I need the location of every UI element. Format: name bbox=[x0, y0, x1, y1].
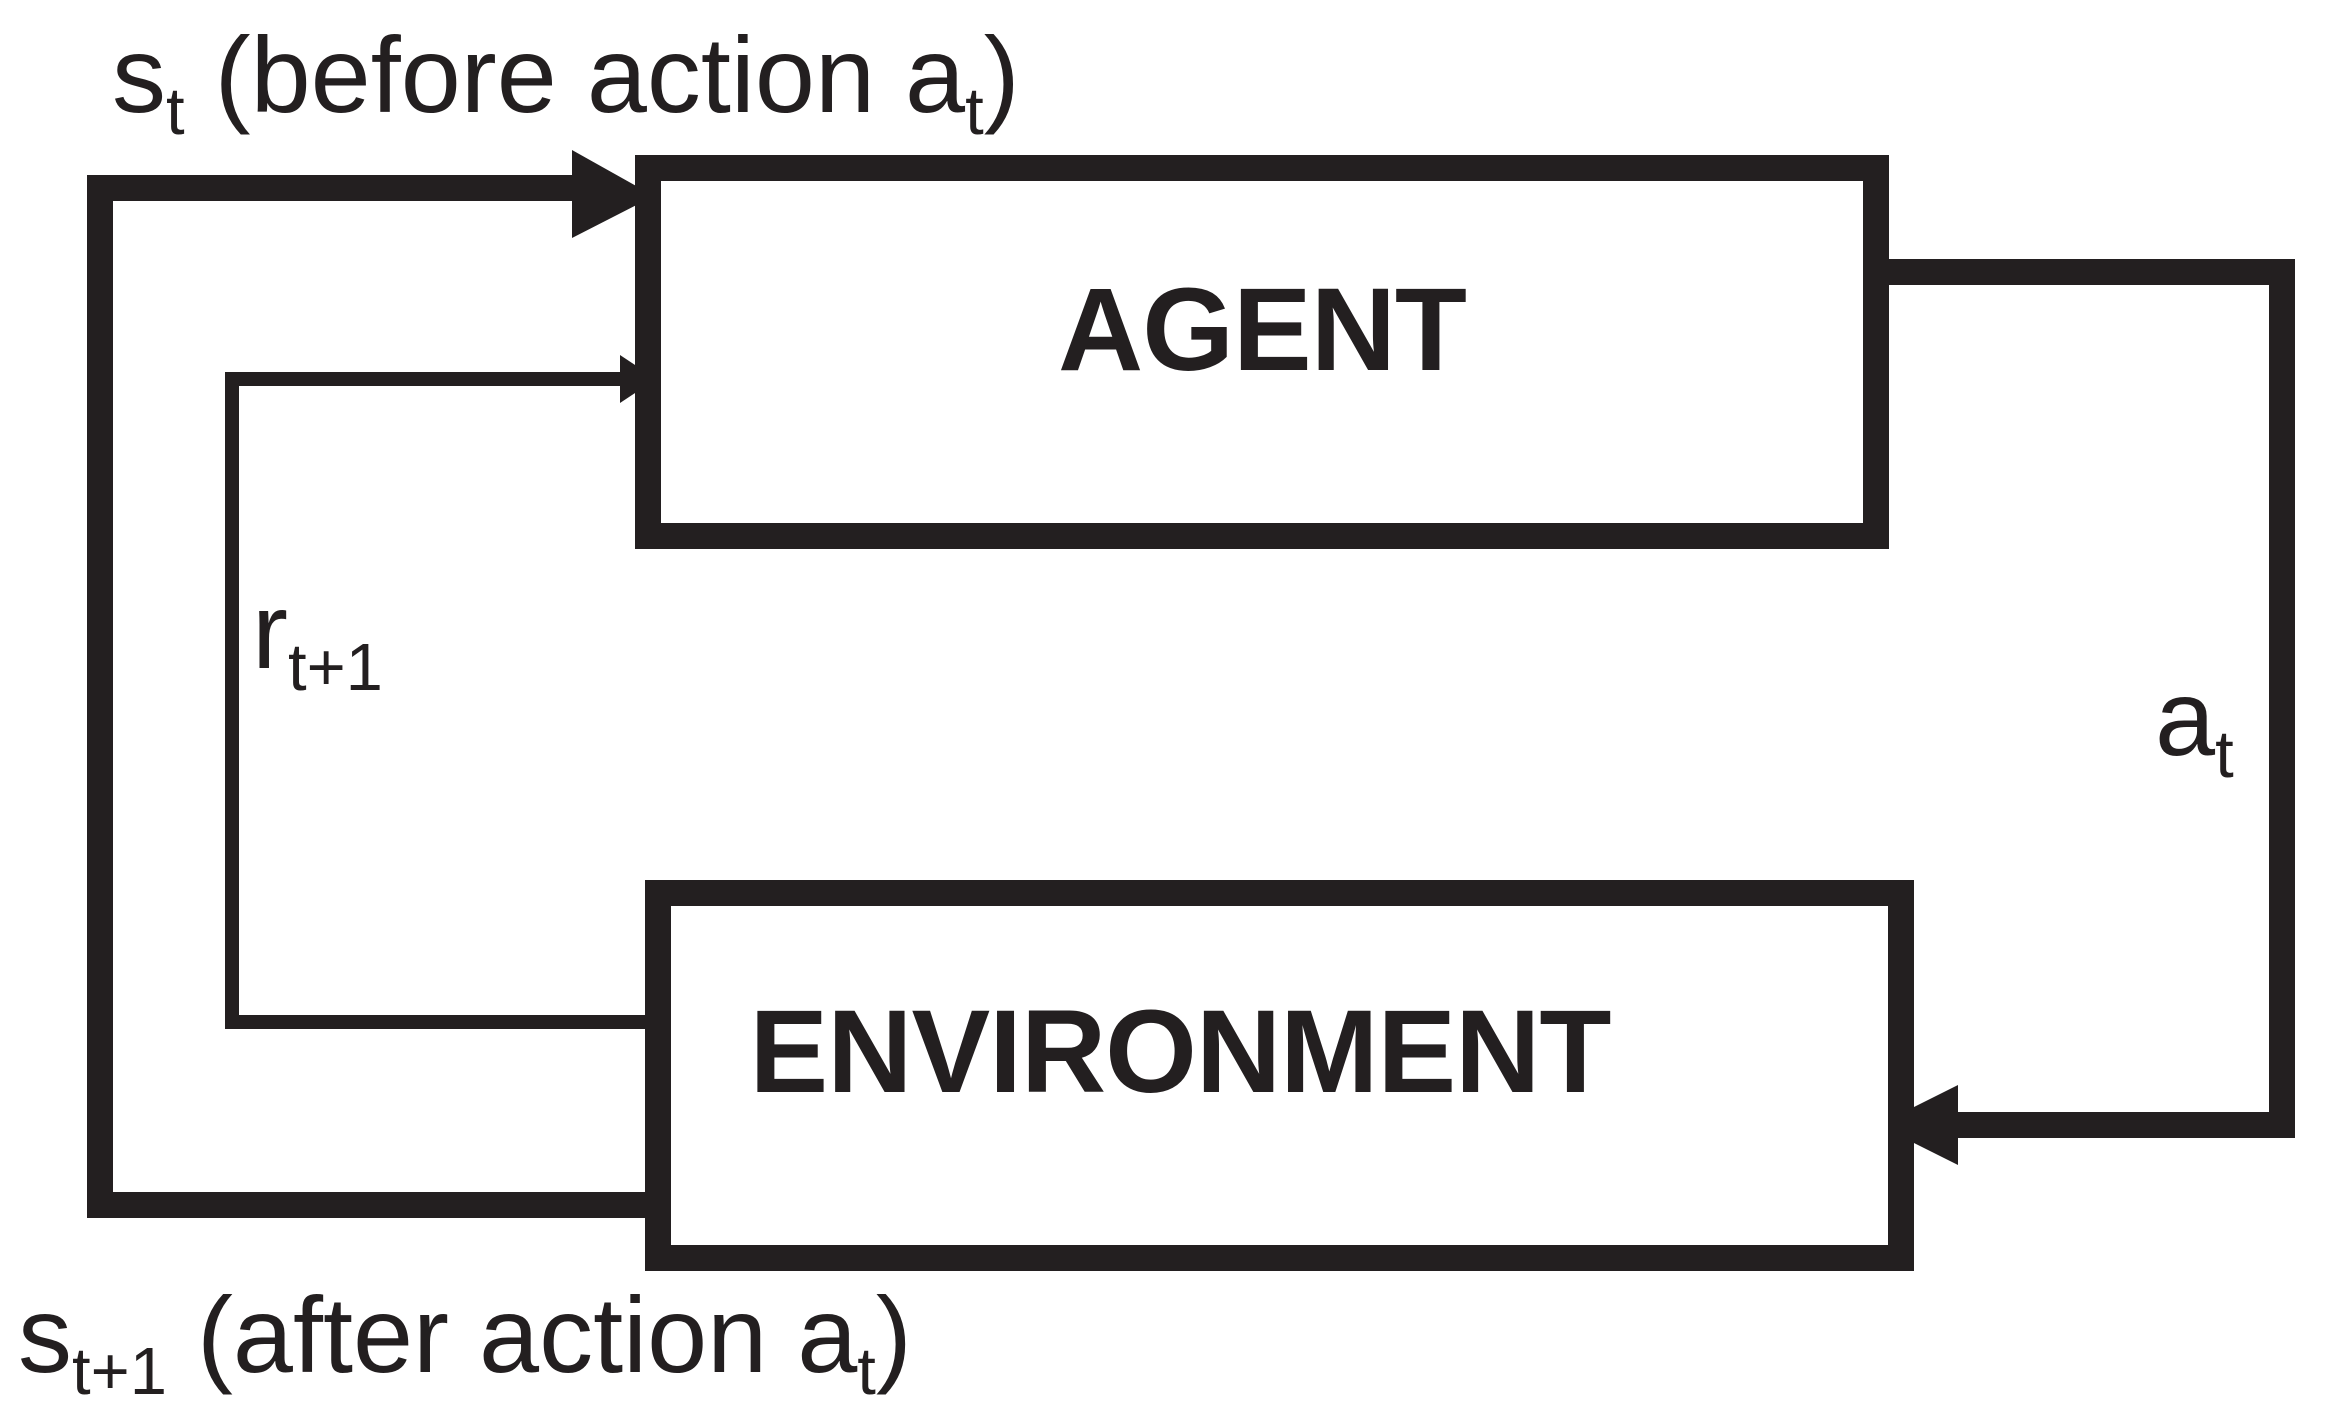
state-before-rest-sub: t bbox=[965, 74, 984, 149]
edge-state-before bbox=[87, 150, 660, 1218]
action-main: a bbox=[2155, 657, 2216, 778]
action-sub: t bbox=[2215, 717, 2234, 792]
state-before-main: s bbox=[112, 14, 166, 135]
label-reward: rt+1 bbox=[252, 570, 383, 705]
label-state-before: st (before action at) bbox=[112, 14, 1020, 149]
reward-main: r bbox=[252, 570, 288, 691]
state-after-text: st+1 (after action at) bbox=[18, 1274, 912, 1409]
environment-label: ENVIRONMENT bbox=[750, 986, 1611, 1118]
state-after-sub: t+1 bbox=[72, 1334, 167, 1409]
state-before-close: ) bbox=[984, 14, 1020, 135]
state-after-main: s bbox=[18, 1274, 72, 1395]
state-before-arrowhead-icon bbox=[572, 150, 654, 238]
action-arrowhead-icon bbox=[1878, 1085, 1958, 1165]
edge-action bbox=[1874, 259, 2295, 1165]
environment-box[interactable] bbox=[645, 880, 1914, 1271]
agent-label: AGENT bbox=[1058, 264, 1466, 396]
label-state-after: st+1 (after action at) bbox=[18, 1274, 912, 1409]
state-before-line bbox=[87, 175, 660, 1218]
state-after-close: ) bbox=[876, 1274, 912, 1395]
action-text: at bbox=[2155, 657, 2234, 792]
node-agent[interactable]: AGENT bbox=[635, 155, 1889, 549]
action-line bbox=[1874, 259, 2295, 1138]
label-action: at bbox=[2155, 657, 2234, 792]
reward-text: rt+1 bbox=[252, 570, 383, 705]
reward-sub: t+1 bbox=[288, 630, 383, 705]
agent-box[interactable] bbox=[635, 155, 1889, 549]
node-environment[interactable]: ENVIRONMENT bbox=[645, 880, 1914, 1271]
reward-line bbox=[225, 372, 660, 1029]
state-before-sub: t bbox=[166, 74, 185, 149]
state-before-text: st (before action at) bbox=[112, 14, 1020, 149]
state-after-rest-sub: t bbox=[857, 1334, 876, 1409]
state-after-rest: (after action a bbox=[167, 1274, 858, 1395]
state-before-rest: (before action a bbox=[185, 14, 966, 135]
